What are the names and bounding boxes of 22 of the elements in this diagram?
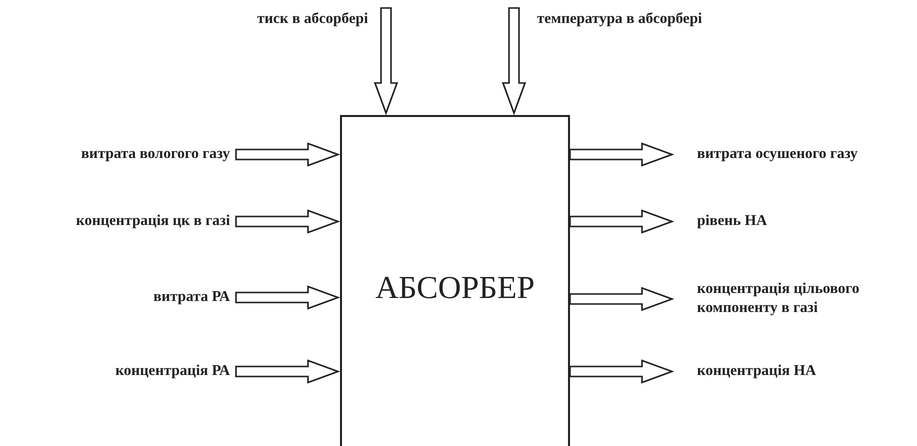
block-arrow bbox=[374, 7, 398, 116]
input-label: витрата РА bbox=[60, 288, 230, 307]
block-arrow bbox=[235, 359, 340, 384]
input-label: тиск в абсорбері bbox=[200, 10, 368, 29]
block-arrow bbox=[569, 359, 674, 384]
block-arrow bbox=[235, 209, 340, 234]
absorber-box bbox=[340, 115, 570, 446]
block-arrow bbox=[569, 142, 674, 167]
input-label: витрата вологого газу bbox=[10, 145, 230, 164]
output-label: концентрація НА bbox=[697, 362, 912, 381]
block-arrow bbox=[235, 285, 340, 310]
input-label: концентрація цк в газі bbox=[5, 212, 230, 231]
output-label: концентрація цільового компоненту в газі bbox=[697, 280, 912, 318]
output-label: рівень НА bbox=[697, 212, 912, 231]
box-title: АБСОРБЕР bbox=[375, 269, 535, 306]
block-arrow bbox=[569, 209, 674, 234]
block-arrow bbox=[235, 142, 340, 167]
block-arrow bbox=[569, 286, 674, 312]
block-arrow bbox=[502, 7, 526, 116]
input-label: концентрація РА bbox=[40, 362, 230, 381]
output-label: витрата осушеного газу bbox=[697, 145, 912, 164]
input-label: температура в абсорбері bbox=[537, 10, 797, 29]
